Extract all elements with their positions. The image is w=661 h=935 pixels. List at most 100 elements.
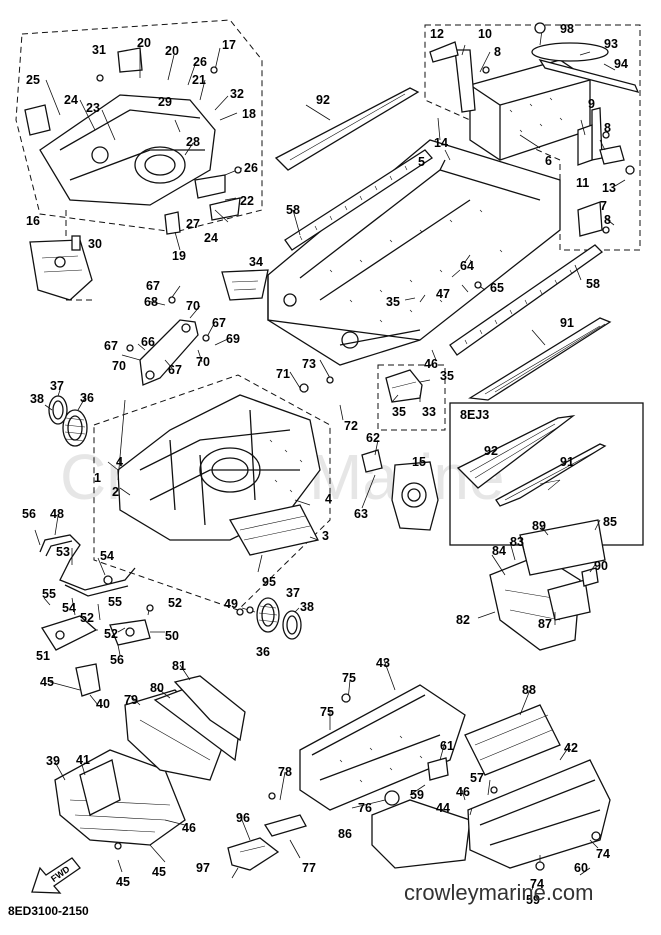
callout-54b: 54 (62, 601, 76, 615)
seal-37-right (282, 610, 302, 640)
callout-64: 64 (460, 259, 474, 273)
callout-70b: 70 (112, 359, 126, 373)
bracket-16 (29, 235, 93, 301)
callout-24b: 24 (204, 231, 218, 245)
slide-rail-58-upper (284, 149, 433, 251)
callout-84: 84 (492, 544, 506, 558)
callout-81: 81 (172, 659, 186, 673)
callout-59: 59 (410, 788, 424, 802)
callout-92b: 92 (484, 444, 498, 458)
callout-76: 76 (358, 801, 372, 815)
handle-48 (39, 534, 136, 597)
callout-49: 49 (224, 597, 238, 611)
strip-91 (468, 317, 612, 401)
panel-87 (547, 579, 591, 621)
callout-3: 3 (322, 529, 329, 543)
callout-97: 97 (196, 861, 210, 875)
bracket-40 (75, 663, 101, 697)
callout-58b: 58 (586, 277, 600, 291)
callout-23: 23 (86, 101, 100, 115)
rear-bracket-assembly (429, 41, 640, 237)
callout-11: 11 (576, 176, 589, 190)
tunnel-chassis (267, 139, 561, 366)
callout-65: 65 (490, 281, 504, 295)
callout-1: 1 (94, 471, 101, 485)
callout-24: 24 (64, 93, 78, 107)
callout-67c: 67 (104, 339, 118, 353)
callout-37: 37 (50, 379, 64, 393)
callout-78: 78 (278, 765, 292, 779)
callout-29: 29 (158, 95, 172, 109)
group-boundary-seat-rear (424, 24, 641, 251)
callout-36b: 36 (256, 645, 270, 659)
callout-28: 28 (186, 135, 200, 149)
callout-15: 15 (412, 455, 426, 469)
callout-20b: 20 (165, 44, 179, 58)
callout-93: 93 (604, 37, 618, 51)
group-boundary-front-frame (93, 374, 331, 611)
front-frame-assembly (117, 394, 321, 556)
callout-79: 79 (124, 693, 138, 707)
callout-27: 27 (186, 217, 200, 231)
bracket-50 (109, 619, 151, 646)
bracket-34 (221, 269, 269, 301)
callout-82: 82 (456, 613, 470, 627)
callout-labels: 1 2 3 4 4 5 6 7 8 8 8 9 10 11 12 13 14 1… (22, 22, 628, 907)
callout-7: 7 (600, 199, 607, 213)
callout-46: 46 (182, 821, 196, 835)
callout-8c: 8 (604, 213, 611, 227)
callout-22: 22 (240, 194, 254, 208)
callout-88: 88 (522, 683, 536, 697)
steering-column-assembly (24, 47, 241, 235)
callout-25: 25 (26, 73, 40, 87)
callout-77: 77 (302, 861, 316, 875)
callout-18: 18 (242, 107, 256, 121)
callout-20: 20 (137, 36, 151, 50)
callout-70c: 70 (196, 355, 210, 369)
pan-85 (519, 519, 606, 576)
callout-8b: 8 (604, 121, 611, 135)
callout-54: 54 (100, 549, 114, 563)
callout-72: 72 (344, 419, 358, 433)
callout-32: 32 (230, 87, 244, 101)
arm-66 (139, 319, 199, 386)
pan-86 (371, 799, 471, 869)
callout-90: 90 (594, 559, 608, 573)
callout-26: 26 (193, 55, 207, 69)
callout-4b: 4 (325, 492, 332, 506)
inset-strip-91 (495, 443, 607, 507)
group-boundary-steering-column (15, 19, 263, 233)
callout-96: 96 (236, 811, 250, 825)
callout-21: 21 (192, 73, 206, 87)
callout-92: 92 (316, 93, 330, 107)
grommet-76 (384, 790, 400, 806)
callout-74: 74 (596, 847, 610, 861)
callout-19: 19 (172, 249, 186, 263)
fwd-arrow (31, 857, 81, 894)
callout-52c: 52 (104, 627, 118, 641)
callout-17: 17 (222, 38, 236, 52)
callout-89: 89 (532, 519, 546, 533)
callout-63: 63 (354, 507, 368, 521)
callout-74b: 74 (530, 877, 544, 891)
clip-90 (581, 567, 599, 587)
group-boundary-tunnel (377, 364, 446, 431)
callout-66: 66 (141, 335, 155, 349)
callout-46c: 46 (456, 785, 470, 799)
panel-42 (467, 759, 611, 869)
callout-6: 6 (545, 154, 552, 168)
callout-41: 41 (76, 753, 90, 767)
callout-37b: 37 (286, 586, 300, 600)
callout-8: 8 (494, 45, 501, 59)
callout-9: 9 (588, 97, 595, 111)
callout-4: 4 (116, 455, 123, 469)
panel-41 (79, 759, 121, 816)
callout-5: 5 (418, 155, 425, 169)
bracket-96 (227, 837, 280, 871)
callout-71: 71 (276, 367, 290, 381)
callout-60: 60 (574, 861, 588, 875)
bearing-36-left (62, 409, 88, 447)
callout-34: 34 (249, 255, 263, 269)
callout-33: 33 (422, 405, 436, 419)
